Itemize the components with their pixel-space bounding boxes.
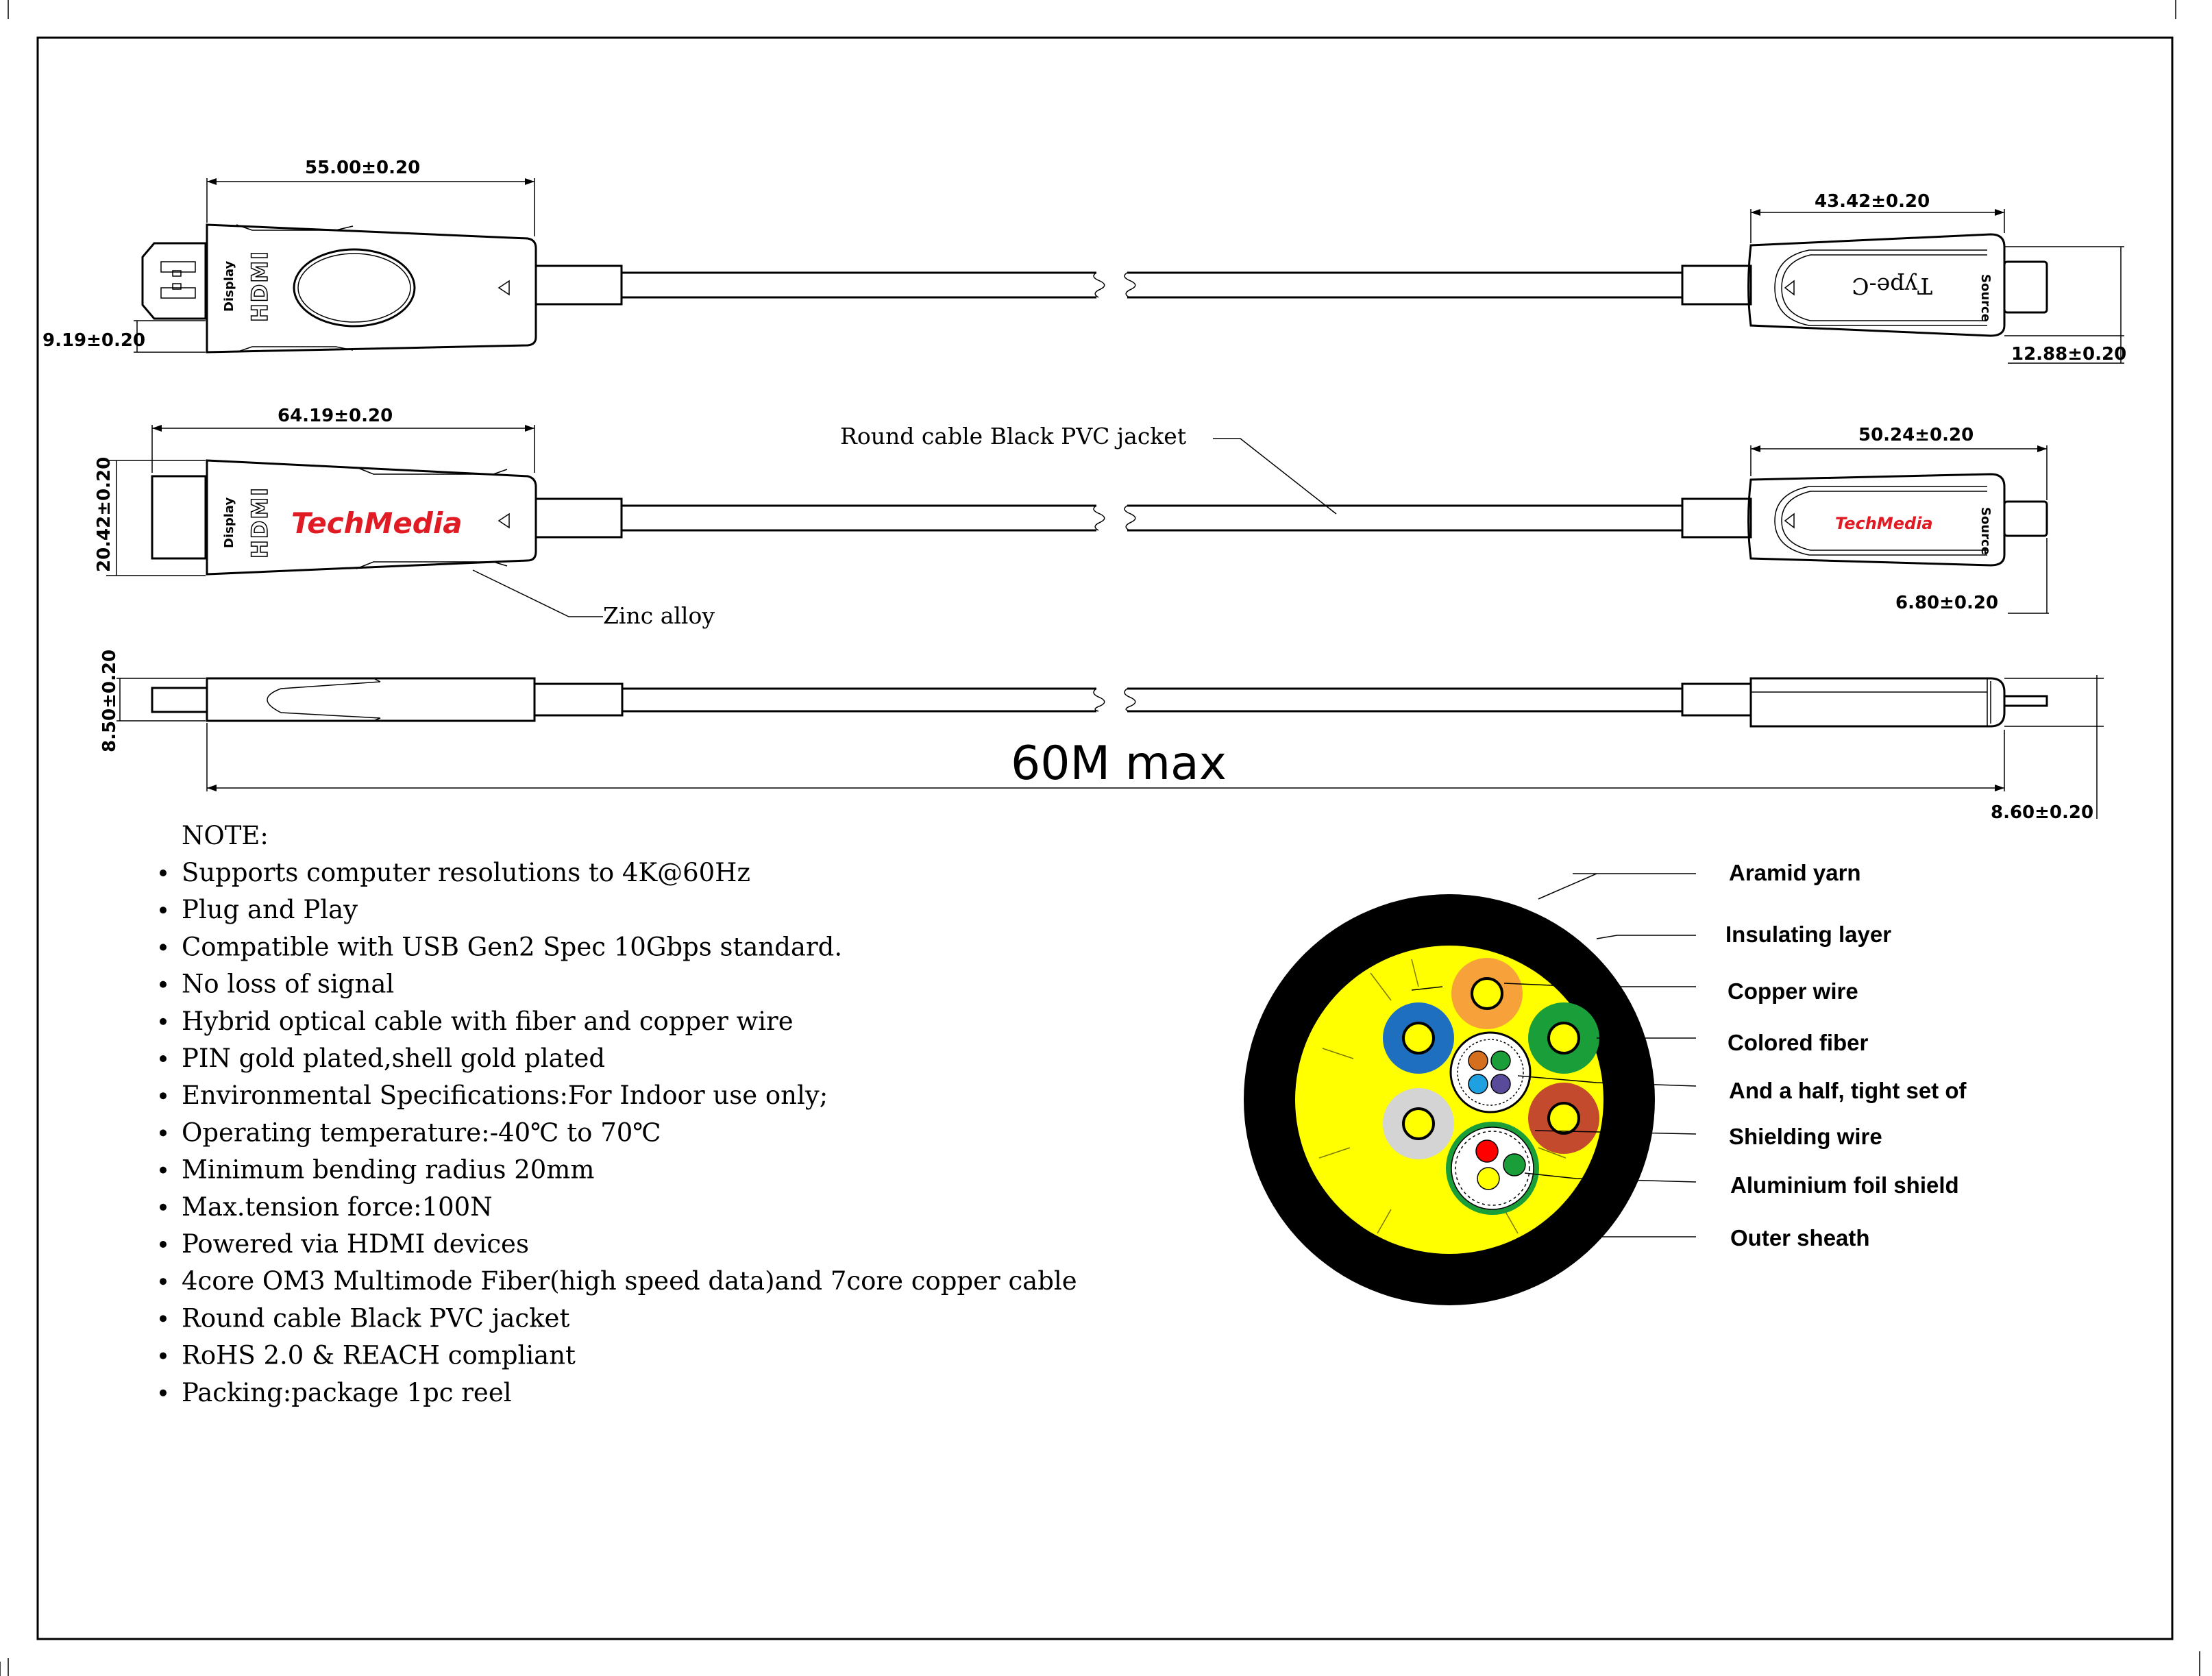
dim-typec-plug-mid: 6.80±0.20 bbox=[1895, 593, 1998, 613]
typec-side-body bbox=[1749, 677, 2006, 728]
dim-hdmi-width-mid: 20.42±0.20 bbox=[94, 457, 114, 572]
note-item: Compatible with USB Gen2 Spec 10Gbps sta… bbox=[182, 932, 842, 961]
note-bullet bbox=[160, 1389, 167, 1396]
side-view: 8.50±0.20 8.60±0.20 60M max bbox=[99, 650, 2104, 823]
typec-text: Type-C bbox=[1852, 273, 1932, 299]
note-item: Supports computer resolutions to 4K@60Hz bbox=[182, 858, 750, 887]
label-tight-set: And a half, tight set of bbox=[1729, 1078, 1967, 1103]
note-bullet bbox=[160, 1352, 167, 1359]
dim-hdmi-length-mid: 64.19±0.20 bbox=[278, 406, 393, 426]
typec-plug bbox=[2003, 260, 2048, 314]
note-item: RoHS 2.0 & REACH compliant bbox=[182, 1341, 576, 1370]
fiber-bundle bbox=[1449, 1031, 1532, 1113]
note-bullet bbox=[160, 907, 167, 914]
note-item: 4core OM3 Multimode Fiber(high speed dat… bbox=[182, 1266, 1077, 1296]
dim-hdmi-length-top: 55.00±0.20 bbox=[305, 158, 420, 178]
zinc-leader bbox=[472, 569, 603, 617]
notes-block: NOTE: Supports computer resolutions to 4… bbox=[160, 821, 1077, 1407]
note-bullet bbox=[160, 1129, 167, 1137]
red-unit bbox=[1528, 1083, 1599, 1154]
note-item: No loss of signal bbox=[182, 970, 394, 999]
note-bullet bbox=[160, 1203, 167, 1211]
svg-text:Source: Source bbox=[1978, 507, 1993, 555]
dim-typec-width-top: 12.88±0.20 bbox=[2011, 344, 2126, 365]
techmedia-logo: TechMedia bbox=[291, 506, 463, 540]
techmedia-logo-small: TechMedia bbox=[1835, 514, 1933, 533]
jacket-leader bbox=[1213, 438, 1337, 515]
cable-mid bbox=[622, 504, 1096, 532]
hdmi-mark: HDMI bbox=[246, 249, 273, 323]
label-colored-fiber: Colored fiber bbox=[1728, 1030, 1869, 1055]
note-bullet bbox=[160, 1315, 167, 1322]
hdmi-body-mid bbox=[206, 459, 537, 576]
hdmi-plug-tip bbox=[141, 242, 207, 320]
source-text: Source bbox=[1978, 274, 1993, 322]
cable-top bbox=[622, 271, 1096, 299]
note-item: PIN gold plated,shell gold plated bbox=[182, 1044, 605, 1073]
display-text: Display bbox=[222, 261, 236, 312]
note-item: Minimum bending radius 20mm bbox=[182, 1155, 594, 1185]
dim-hdmi-thickness-top: 9.19±0.20 bbox=[42, 330, 145, 351]
note-item: Environmental Specifications:For Indoor … bbox=[182, 1081, 828, 1110]
orange-unit bbox=[1451, 958, 1523, 1029]
label-insulating-layer: Insulating layer bbox=[1725, 922, 1891, 947]
hdmi-body bbox=[206, 223, 537, 354]
typec-body-mid bbox=[1747, 473, 2006, 567]
top-view: Display HDMI Type-C Source 55.00±0.20 9.… bbox=[42, 158, 2126, 365]
note-item: Packing:package 1pc reel bbox=[182, 1378, 512, 1407]
blue-unit bbox=[1383, 1002, 1454, 1074]
note-item: Operating temperature:-40℃ to 70℃ bbox=[182, 1118, 661, 1147]
green-unit bbox=[1528, 1002, 1599, 1074]
label-aramid-yarn: Aramid yarn bbox=[1729, 860, 1861, 885]
middle-view: Display HDMI TechMedia TechMedia Source … bbox=[94, 406, 2049, 629]
label-copper-wire: Copper wire bbox=[1728, 978, 1858, 1004]
label-aluminium-foil: Aluminium foil shield bbox=[1730, 1172, 1959, 1198]
shielded-copper-bundle bbox=[1446, 1122, 1539, 1215]
note-bullet bbox=[160, 981, 167, 988]
dim-typec-thickness-side: 8.60±0.20 bbox=[1991, 802, 2093, 823]
note-bullet bbox=[160, 870, 167, 876]
note-item: Round cable Black PVC jacket bbox=[182, 1303, 569, 1333]
note-bullet bbox=[160, 1166, 167, 1174]
note-bullet bbox=[160, 1055, 167, 1062]
typec-body bbox=[1747, 233, 2006, 337]
note-item: Max.tension force:100N bbox=[182, 1192, 493, 1222]
zinc-callout: Zinc alloy bbox=[603, 602, 715, 629]
cable-cross-section: Aramid yarn Insulating layer Copper wire… bbox=[1244, 860, 1967, 1305]
dim-typec-length-mid: 50.24±0.20 bbox=[1858, 425, 1974, 445]
dim-typec-length-top: 43.42±0.20 bbox=[1815, 191, 1930, 212]
jacket-callout: Round cable Black PVC jacket bbox=[840, 423, 1186, 449]
label-shielding-wire: Shielding wire bbox=[1729, 1124, 1882, 1149]
note-item: Powered via HDMI devices bbox=[182, 1229, 529, 1259]
hdmi-side-body bbox=[206, 677, 536, 722]
dim-hdmi-thickness-side: 8.50±0.20 bbox=[99, 650, 120, 752]
gray-unit bbox=[1383, 1088, 1454, 1159]
note-item: Plug and Play bbox=[182, 895, 358, 924]
notes-title: NOTE: bbox=[182, 821, 269, 850]
note-bullet bbox=[160, 1018, 167, 1025]
note-bullet bbox=[160, 1278, 167, 1285]
hdmi-plug-tip-mid bbox=[151, 475, 207, 560]
note-bullet bbox=[160, 1241, 167, 1248]
svg-text:HDMI: HDMI bbox=[247, 486, 273, 558]
svg-text:Display: Display bbox=[222, 497, 236, 548]
label-outer-sheath: Outer sheath bbox=[1730, 1225, 1870, 1250]
svg-text:HDMI: HDMI bbox=[247, 250, 273, 322]
cable-length-label: 60M max bbox=[1011, 737, 1227, 791]
note-bullet bbox=[160, 944, 167, 951]
note-item: Hybrid optical cable with fiber and copp… bbox=[182, 1007, 794, 1036]
hdmi-grip-oval bbox=[293, 248, 416, 328]
note-bullet bbox=[160, 1092, 167, 1100]
